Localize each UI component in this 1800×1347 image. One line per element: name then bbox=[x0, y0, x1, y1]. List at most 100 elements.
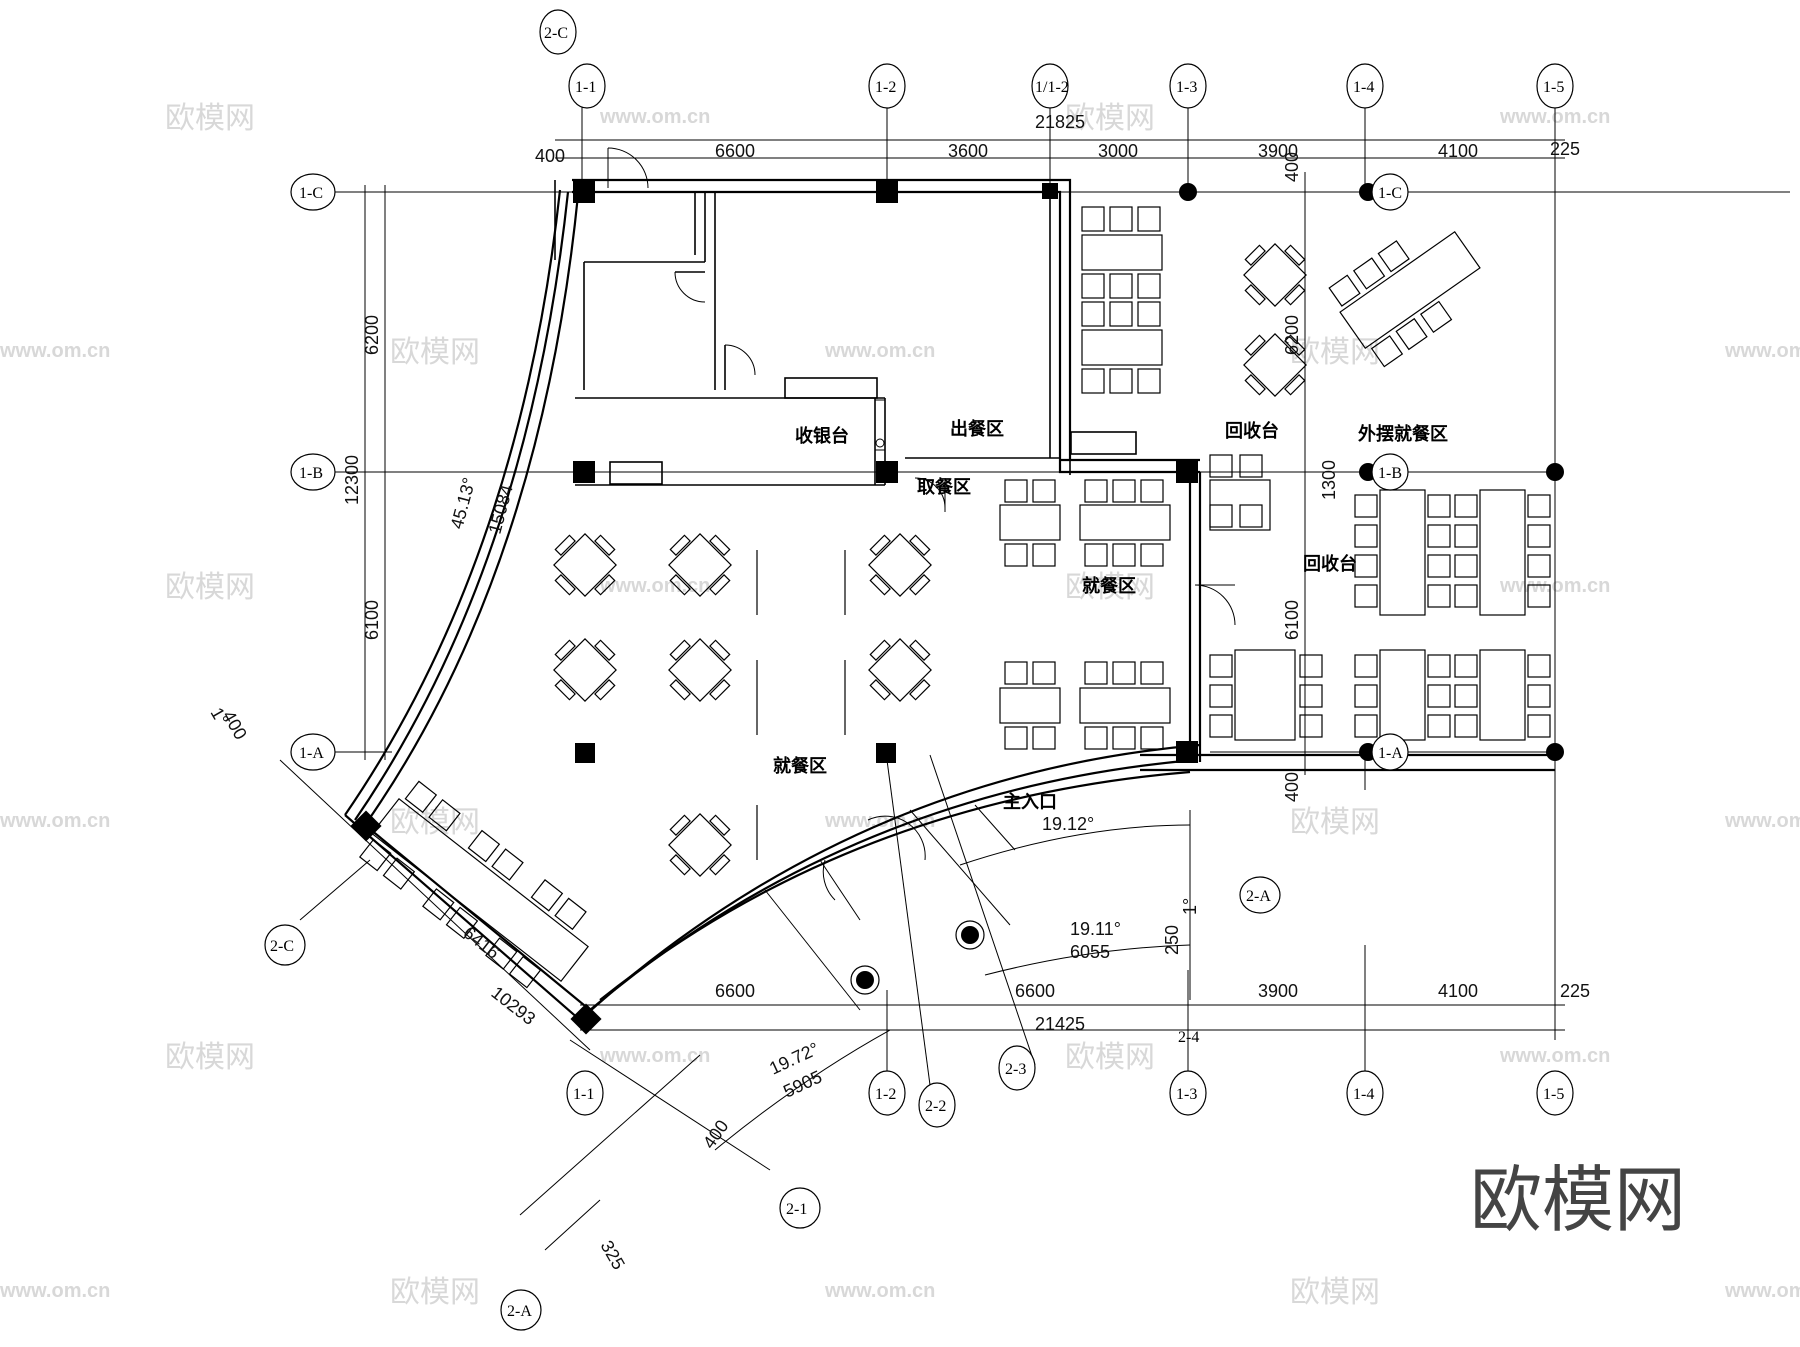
axis-bubbles bbox=[264, 9, 1574, 1331]
watermark-url: www.om.cn bbox=[0, 1280, 110, 1302]
dimension-text: 6600 bbox=[715, 981, 755, 1001]
watermark-url: www.om.cn bbox=[599, 1045, 710, 1067]
table-group bbox=[1454, 489, 1551, 616]
dimension-text: 19.12° bbox=[1042, 814, 1094, 834]
brand-watermark: 欧模网 bbox=[1470, 1158, 1686, 1242]
table-group bbox=[1243, 333, 1307, 397]
table-group bbox=[1328, 230, 1481, 368]
table-group bbox=[668, 638, 732, 702]
watermark-tile: 欧模网 bbox=[1290, 335, 1380, 370]
axis-label-left: 1-B bbox=[299, 465, 323, 482]
room-label-dining-mid: 就餐区 bbox=[1082, 575, 1136, 597]
axis-label-left: 1-A bbox=[299, 745, 324, 762]
watermark-tile: 欧模网 bbox=[390, 1275, 480, 1310]
right-dimension-chain bbox=[1298, 172, 1312, 775]
dimension-text: 225 bbox=[1560, 981, 1590, 1001]
dimension-text: 19.11° bbox=[1070, 919, 1121, 939]
dimension-text: 3000 bbox=[1098, 141, 1138, 161]
axis-label-left: 1-C bbox=[299, 185, 323, 202]
table-group bbox=[1081, 206, 1163, 299]
table-group bbox=[1354, 649, 1451, 741]
watermark-tile: 欧模网 bbox=[1290, 805, 1380, 840]
dimension-text: 4100 bbox=[1438, 141, 1478, 161]
table-group bbox=[553, 638, 617, 702]
axis-label-bottom: 2-2 bbox=[925, 1098, 946, 1115]
axis-label-diagonal: 2-C bbox=[270, 938, 294, 955]
table-group bbox=[358, 780, 589, 989]
door-swings bbox=[607, 147, 1236, 901]
table-group bbox=[868, 638, 932, 702]
table-group bbox=[553, 533, 617, 597]
watermark-url: www.om.cn bbox=[824, 810, 935, 832]
dimension-text: 1° bbox=[1180, 898, 1200, 915]
axis-label-right: 1-B bbox=[1378, 465, 1402, 482]
table-group bbox=[1209, 454, 1271, 531]
axis-label-bottom: 2-4 bbox=[1178, 1029, 1199, 1046]
watermark-url: www.om.cn bbox=[1724, 1280, 1800, 1302]
axis-label-right: 1-A bbox=[1378, 745, 1403, 762]
dimension-left-total: 12300 bbox=[342, 455, 362, 505]
axis-label-top: 1-1 bbox=[575, 79, 596, 96]
dimension-text: 325 bbox=[597, 1237, 629, 1273]
watermark-url: www.om.cn bbox=[0, 340, 110, 362]
top-dimension-chain bbox=[555, 130, 1565, 165]
axis-label-top: 1-4 bbox=[1353, 79, 1374, 96]
room-label-cashier: 收银台 bbox=[795, 425, 849, 447]
room-label-outdoor: 外摆就餐区 bbox=[1358, 423, 1448, 445]
axis-label-top: 1-5 bbox=[1543, 79, 1564, 96]
axis-label-bottom: 1-2 bbox=[875, 1086, 896, 1103]
dimension-text: 15084 bbox=[485, 483, 517, 537]
room-label-recycle-right: 回收台 bbox=[1303, 553, 1357, 575]
watermark-url: www.om.cn bbox=[599, 106, 710, 128]
axis-label-bottom: 1-1 bbox=[573, 1086, 594, 1103]
dimension-text: 6416 bbox=[460, 922, 504, 962]
watermark-tile: 欧模网 bbox=[165, 570, 255, 605]
table-group bbox=[868, 533, 932, 597]
table-group bbox=[1354, 489, 1451, 616]
watermark-url: www.om.cn bbox=[1499, 1045, 1610, 1067]
axis-label-top: 1/1-2 bbox=[1035, 79, 1069, 96]
watermark-tile: 欧模网 bbox=[165, 101, 255, 136]
watermark-url: www.om.cn bbox=[824, 1280, 935, 1302]
room-labels: 收银台 出餐区 取餐区 就餐区 就餐区 回收台 回收台 外摆就餐区 主入口 bbox=[773, 418, 1448, 813]
table-group bbox=[1209, 649, 1323, 741]
axis-label-top: 1-3 bbox=[1176, 79, 1197, 96]
axis-label-top: 2-C bbox=[544, 25, 568, 42]
counter-equipment bbox=[874, 399, 886, 451]
dimension-text: 3900 bbox=[1258, 981, 1298, 1001]
watermark-tile: 欧模网 bbox=[390, 335, 480, 370]
axis-label-bottom: 1-3 bbox=[1176, 1086, 1197, 1103]
axis-label-diagonal: 2-1 bbox=[786, 1201, 807, 1218]
table-group bbox=[1079, 661, 1171, 750]
dimension-text: 3600 bbox=[948, 141, 988, 161]
table-group bbox=[999, 479, 1061, 567]
dimension-text: 400 bbox=[699, 1116, 733, 1152]
dimension-text: 6100 bbox=[362, 600, 382, 640]
dimension-text: 6055 bbox=[1070, 942, 1110, 962]
watermark-tile: 欧模网 bbox=[1065, 101, 1155, 136]
dimension-text: 6200 bbox=[1282, 315, 1302, 355]
table-group bbox=[668, 533, 732, 597]
dimension-text: 250 bbox=[1162, 925, 1182, 955]
watermark-tile: 欧模网 bbox=[1065, 1040, 1155, 1075]
axis-label-bottom: 1-5 bbox=[1543, 1086, 1564, 1103]
structural-columns bbox=[350, 181, 1564, 1035]
watermark-tile: 欧模网 bbox=[1290, 1275, 1380, 1310]
table-group bbox=[1079, 479, 1171, 567]
room-label-pickup: 取餐区 bbox=[917, 476, 971, 498]
bottom-dimension-chain bbox=[580, 995, 1565, 1040]
axis-label-right: 1-C bbox=[1378, 185, 1402, 202]
table-group bbox=[1081, 301, 1163, 394]
axis-label-diagonal: 2-A bbox=[1246, 888, 1271, 905]
watermark-url: www.om.cn bbox=[0, 810, 110, 832]
dimension-text: 400 bbox=[535, 146, 565, 166]
watermark-tile: 欧模网 bbox=[165, 1040, 255, 1075]
entrance-vestibule bbox=[764, 804, 1016, 1011]
watermark-url: www.om.cn bbox=[824, 340, 935, 362]
dimension-text: 10293 bbox=[488, 982, 540, 1029]
building-walls bbox=[344, 178, 1555, 1021]
watermark-tile: 欧模网 bbox=[1065, 570, 1155, 605]
dimension-text: 45.13° bbox=[447, 475, 480, 531]
dimension-text: 1300 bbox=[1319, 460, 1339, 500]
